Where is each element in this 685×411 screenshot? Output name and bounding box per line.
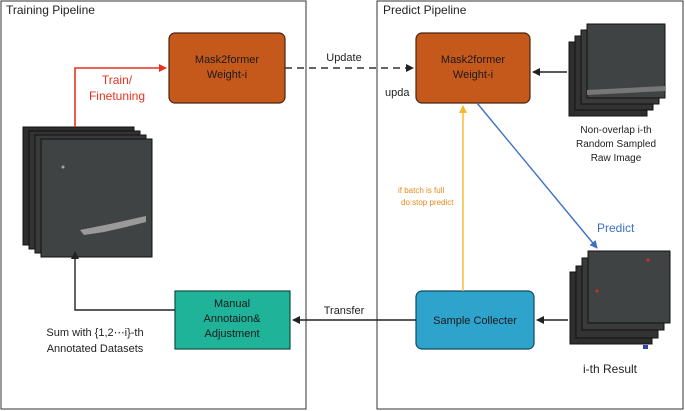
- train-label-line1: Train/: [102, 73, 133, 87]
- result-mark-2: [595, 289, 599, 293]
- raw-image-stack: [568, 23, 666, 117]
- sample-collector-label: Sample Collecter: [433, 315, 517, 327]
- transfer-label: Transfer: [324, 305, 365, 317]
- predict-label: Predict: [597, 221, 635, 235]
- raw-label-line3: Raw Image: [591, 153, 642, 164]
- noise-dot: [61, 165, 65, 169]
- raw-label-line2: Random Sampled: [576, 139, 656, 150]
- predict-panel: [376, 0, 684, 410]
- update-label: Update: [326, 52, 361, 64]
- result-mark-3: [643, 345, 648, 349]
- predict-arrow: [476, 102, 598, 249]
- training-image-stack: [22, 126, 153, 258]
- batch-label-line1: if batch is full: [398, 186, 444, 195]
- train-model-line1: Mask2former: [195, 54, 260, 66]
- manual-line3: Adjustment: [204, 328, 259, 340]
- result-label: i-th Result: [583, 362, 638, 376]
- predict-model-line2: Weight-i: [453, 69, 493, 81]
- train-model-line2: Weight-i: [207, 69, 247, 81]
- train-arrow: [74, 64, 167, 127]
- manual-line2: Annotaion&: [204, 313, 262, 325]
- batch-label-line2: do:stop predict: [401, 198, 454, 207]
- result-mark-1: [646, 258, 650, 262]
- crack-annotation-mark: [80, 216, 146, 235]
- predict-model-box: [415, 32, 531, 104]
- raw-image-streak: [587, 86, 665, 95]
- sum-label-line2: Annotated Datasets: [47, 343, 144, 355]
- manual-annotation-box: [174, 290, 291, 350]
- result-image-stack: [569, 250, 671, 349]
- train-model-box: [168, 32, 286, 104]
- train-label-line2: Finetuning: [89, 89, 145, 103]
- upda-label: upda: [385, 87, 410, 99]
- predict-panel-title: Predict Pipeline: [383, 3, 467, 17]
- predict-model-line1: Mask2former: [441, 54, 506, 66]
- manual-line1: Manual: [214, 298, 250, 310]
- feedback-arrow: [71, 251, 175, 311]
- sum-label-line1: Sum with {1,2⋯i}-th: [46, 327, 143, 339]
- training-panel: [0, 0, 307, 410]
- training-panel-title: Training Pipeline: [6, 3, 95, 17]
- raw-label-line1: Non-overlap i-th: [580, 125, 651, 136]
